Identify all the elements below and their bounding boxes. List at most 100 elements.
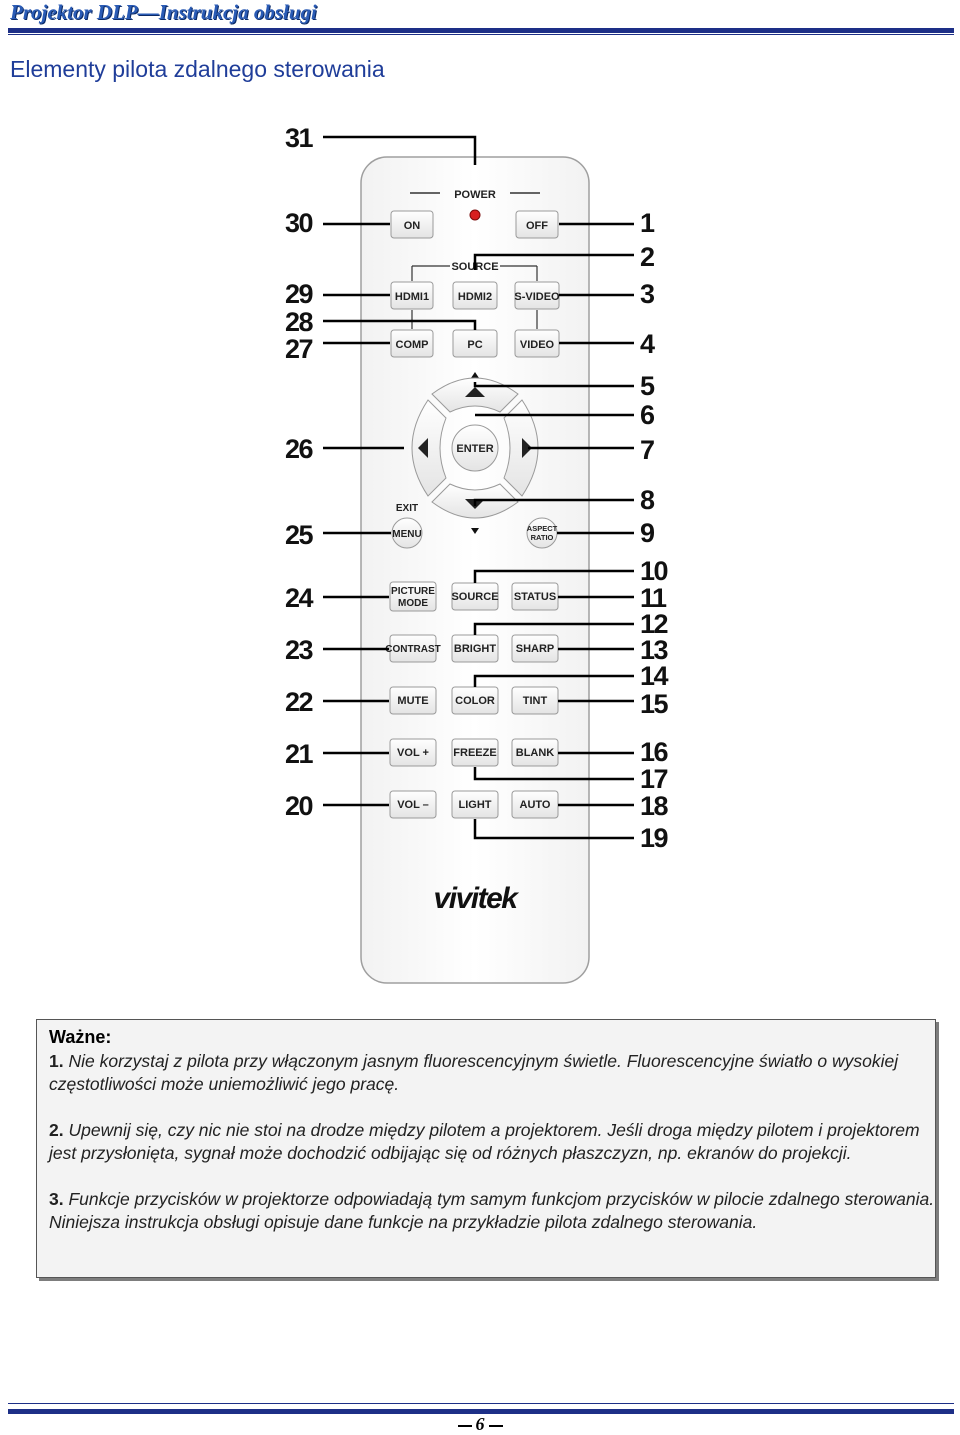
svg-text:TINT: TINT — [523, 695, 548, 707]
callout-15: 15 — [640, 689, 669, 719]
contrast-button[interactable]: CONTRAST — [385, 634, 441, 663]
callout-17: 17 — [640, 764, 668, 794]
svg-text:RATIO: RATIO — [531, 533, 554, 542]
source-button[interactable]: SOURCE — [451, 582, 499, 611]
page-footer: 6 — [0, 1414, 960, 1435]
note-item-1-number: 1. — [49, 1050, 64, 1071]
svg-text:OFF: OFF — [526, 220, 548, 232]
svg-text:VOL –: VOL – — [397, 799, 429, 811]
leader-14 — [473, 674, 634, 687]
svg-text:COLOR: COLOR — [455, 695, 495, 707]
hdmi2-button[interactable]: HDMI2 — [452, 281, 498, 310]
remote-control-diagram: POWER ON OFF SOURCE HDMI1 HDMI2 S-VIDEO … — [285, 123, 670, 984]
video-button[interactable]: VIDEO — [514, 329, 560, 358]
color-button[interactable]: COLOR — [451, 686, 499, 715]
comp-button[interactable]: COMP — [390, 329, 434, 358]
bright-button[interactable]: BRIGHT — [451, 634, 499, 663]
vol-minus-button[interactable]: VOL – — [389, 790, 437, 819]
svg-text:PICTURE: PICTURE — [391, 586, 435, 597]
sharp-button[interactable]: SHARP — [511, 634, 559, 663]
callout-24: 24 — [285, 583, 314, 613]
callout-2: 2 — [640, 242, 654, 272]
callout-18: 18 — [640, 791, 669, 821]
note-item-3-text: Funkcje przycisków w projektorze odpowia… — [49, 1188, 935, 1233]
svg-text:BLANK: BLANK — [516, 747, 555, 759]
svg-text:MUTE: MUTE — [397, 695, 428, 707]
vol-plus-button[interactable]: VOL + — [389, 738, 437, 767]
callout-13: 13 — [640, 635, 669, 665]
callout-30: 30 — [285, 208, 313, 238]
callout-19: 19 — [640, 823, 669, 853]
callout-29: 29 — [285, 279, 314, 309]
pc-button[interactable]: PC — [452, 329, 498, 358]
callout-9: 9 — [640, 518, 655, 548]
svg-text:S-VIDEO: S-VIDEO — [514, 291, 560, 303]
callout-25: 25 — [285, 520, 314, 550]
svg-text:CONTRAST: CONTRAST — [385, 644, 441, 655]
callout-14: 14 — [640, 661, 669, 691]
leader-5 — [473, 382, 634, 388]
tint-button[interactable]: TINT — [511, 686, 559, 715]
freeze-button[interactable]: FREEZE — [451, 738, 499, 767]
callout-5: 5 — [640, 371, 655, 401]
off-button[interactable]: OFF — [515, 210, 559, 239]
callout-28: 28 — [285, 307, 314, 337]
header-rule-thick — [8, 28, 954, 33]
callout-22: 22 — [285, 687, 313, 717]
leader-28 — [323, 319, 477, 330]
section-title: Elementy pilota zdalnego sterowania — [10, 56, 385, 82]
right-arrow-button[interactable] — [503, 399, 539, 497]
svg-text:MODE: MODE — [398, 598, 428, 609]
picture-mode-button[interactable]: PICTURE MODE — [389, 581, 437, 612]
leader-31 — [323, 135, 477, 165]
leader-10 — [473, 569, 634, 583]
note-item-1: 1. Nie korzystaj z pilota przy włączonym… — [49, 1050, 935, 1097]
callout-26: 26 — [285, 434, 314, 464]
note-item-3-number: 3. — [49, 1188, 64, 1209]
leader-17 — [473, 767, 634, 781]
callout-4: 4 — [640, 329, 655, 359]
note-item-1-text: Nie korzystaj z pilota przy włączonym ja… — [49, 1050, 899, 1095]
left-arrow-button[interactable] — [411, 399, 447, 497]
callout-10: 10 — [640, 556, 668, 586]
footer-rule-thick — [8, 1409, 954, 1414]
svg-text:VIDEO: VIDEO — [520, 339, 555, 351]
hdmi1-button[interactable]: HDMI1 — [390, 281, 434, 310]
left-arrow-icon — [418, 438, 428, 458]
svg-text:HDMI1: HDMI1 — [395, 291, 429, 303]
callout-27: 27 — [285, 334, 313, 364]
enter-button[interactable]: ENTER — [451, 424, 499, 472]
menu-button[interactable]: MENU — [391, 517, 423, 549]
note-item-2-text: Upewnij się, czy nic nie stoi na drodze … — [49, 1119, 920, 1164]
svg-text:STATUS: STATUS — [514, 591, 556, 603]
dpad: ENTER — [411, 372, 539, 534]
callout-20: 20 — [285, 791, 313, 821]
running-header-title: Projektor DLP—Instrukcja obsługi — [10, 0, 317, 24]
callout-11: 11 — [640, 583, 667, 613]
down-indicator-icon — [471, 528, 479, 534]
callout-21: 21 — [285, 739, 314, 769]
callout-7: 7 — [640, 435, 654, 465]
svg-text:AUTO: AUTO — [520, 799, 551, 811]
on-button[interactable]: ON — [390, 210, 434, 239]
footer-dash-right — [488, 1424, 503, 1427]
note-item-2-number: 2. — [49, 1119, 64, 1140]
mute-button[interactable]: MUTE — [389, 686, 437, 715]
aspect-ratio-button[interactable]: ASPECT RATIO — [526, 517, 558, 549]
footer-dash-left — [457, 1424, 472, 1427]
svg-text:FREEZE: FREEZE — [453, 747, 496, 759]
power-led — [469, 209, 481, 221]
svg-text:HDMI2: HDMI2 — [458, 291, 492, 303]
callout-1: 1 — [640, 208, 655, 238]
light-button[interactable]: LIGHT — [451, 790, 499, 819]
svideo-button[interactable]: S-VIDEO — [514, 281, 560, 310]
right-arrow-icon — [522, 438, 532, 458]
status-button[interactable]: STATUS — [511, 582, 559, 611]
callout-31: 31 — [285, 123, 314, 153]
auto-button[interactable]: AUTO — [511, 790, 559, 819]
header-rule-thin — [8, 34, 954, 35]
blank-button[interactable]: BLANK — [511, 738, 559, 767]
note-item-2: 2. Upewnij się, czy nic nie stoi na drod… — [49, 1119, 935, 1166]
svg-text:ON: ON — [404, 220, 421, 232]
power-label: POWER — [454, 189, 496, 201]
